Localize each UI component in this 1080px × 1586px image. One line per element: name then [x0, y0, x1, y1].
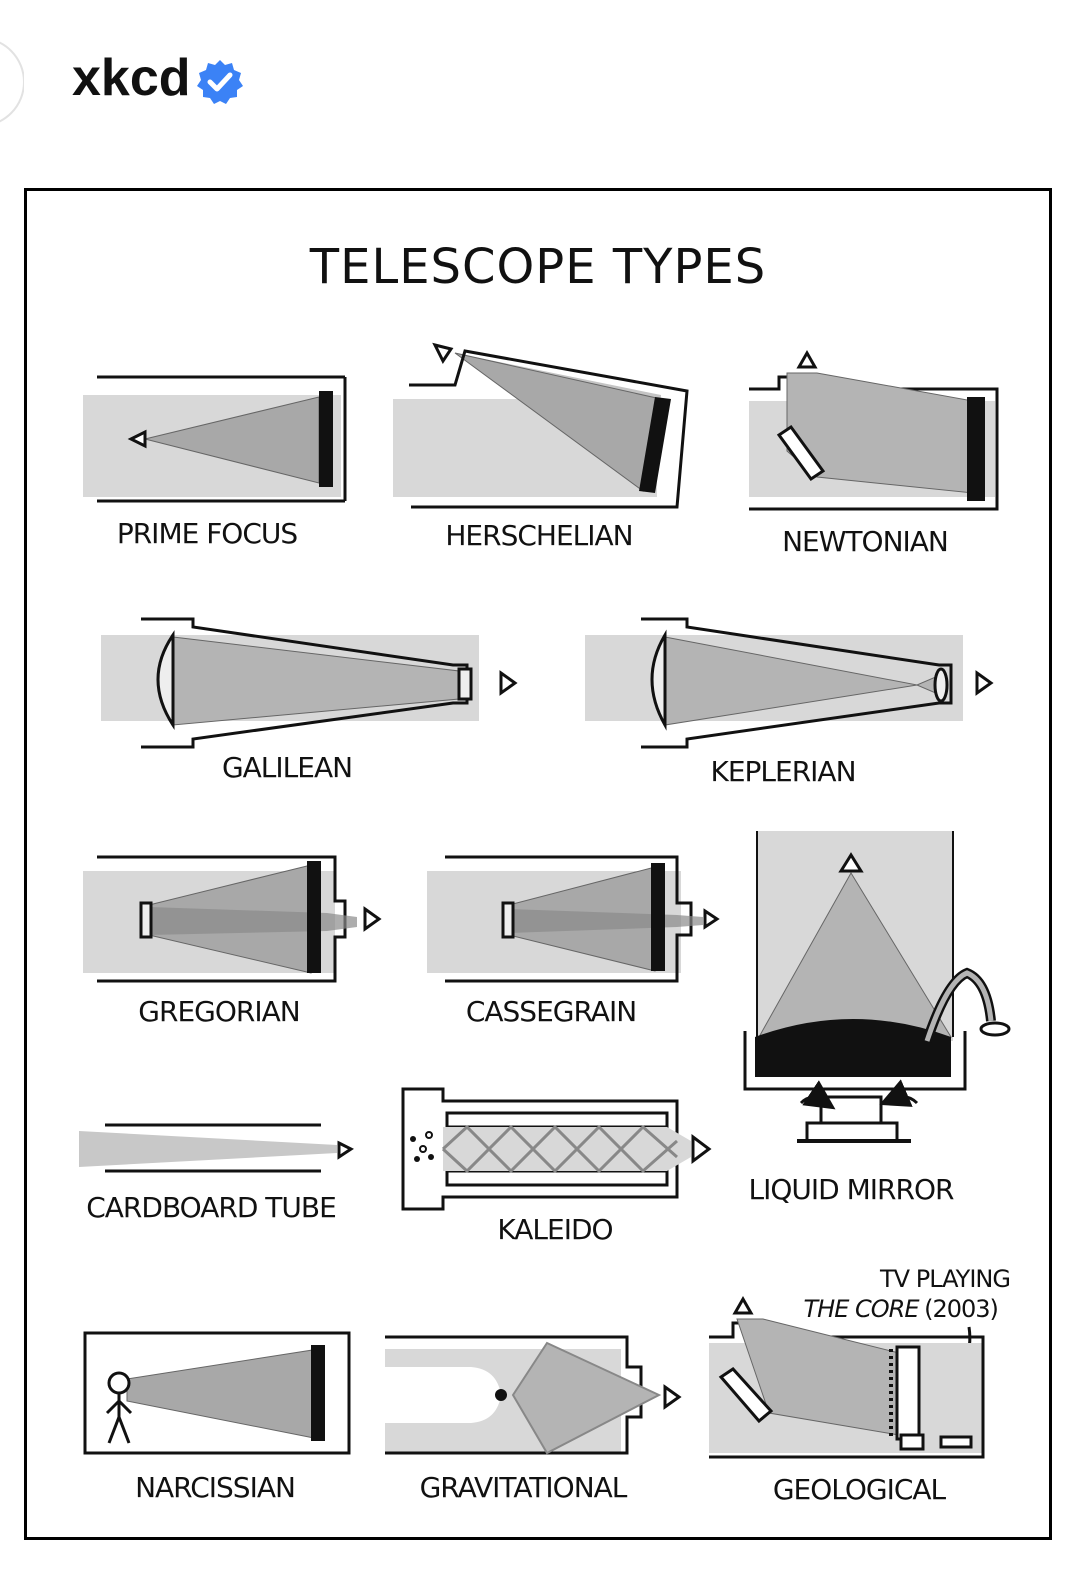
- narcissian-diagram: [83, 1331, 351, 1455]
- geological-diagram: [709, 1295, 985, 1459]
- cassegrain-diagram: [427, 855, 720, 983]
- gregorian-diagram: [83, 855, 382, 983]
- label-cardboard-tube: CARDBOARD TUBE: [86, 1191, 336, 1224]
- kaleido-diagram: [401, 1087, 712, 1211]
- liquid-mirror-diagram: [743, 831, 1011, 1143]
- label-newtonian: NEWTONIAN: [782, 525, 948, 558]
- label-narcissian: NARCISSIAN: [135, 1471, 295, 1504]
- prime-focus-diagram: [83, 375, 347, 503]
- label-prime-focus: PRIME FOCUS: [117, 517, 298, 550]
- label-liquid-mirror: LIQUID MIRROR: [749, 1173, 954, 1206]
- label-gregorian: GREGORIAN: [138, 995, 299, 1028]
- label-gravitational: GRAVITATIONAL: [420, 1471, 628, 1504]
- avatar[interactable]: [0, 32, 24, 132]
- herschelian-diagram: [393, 342, 689, 509]
- label-cassegrain: CASSEGRAIN: [466, 995, 636, 1028]
- newtonian-diagram: [749, 349, 999, 511]
- label-herschelian: HERSCHELIAN: [445, 519, 632, 552]
- label-geological: GEOLOGICAL: [773, 1473, 947, 1506]
- comic-drawing: TELESCOPE TYPES PRIME FOCUS HERSCHELIAN …: [79, 239, 1011, 1506]
- cardboard-tube-diagram: [79, 1123, 354, 1173]
- annotation-line-2: THE CORE: [804, 1295, 921, 1323]
- post-header: xkcd: [0, 0, 1080, 170]
- label-galilean: GALILEAN: [222, 751, 352, 784]
- comic-panel: TELESCOPE TYPES PRIME FOCUS HERSCHELIAN …: [24, 188, 1052, 1540]
- account-name[interactable]: xkcd: [72, 49, 191, 107]
- comic-title: TELESCOPE TYPES: [309, 239, 766, 295]
- annotation-line-3: (2003): [924, 1295, 998, 1323]
- label-keplerian: KEPLERIAN: [710, 755, 855, 788]
- gravitational-diagram: [385, 1335, 682, 1455]
- verified-badge-icon: [197, 60, 243, 104]
- label-kaleido: KALEIDO: [497, 1213, 612, 1246]
- annotation-line-1: TV PLAYING: [879, 1265, 1010, 1293]
- keplerian-diagram: [585, 617, 994, 749]
- galilean-diagram: [101, 617, 518, 749]
